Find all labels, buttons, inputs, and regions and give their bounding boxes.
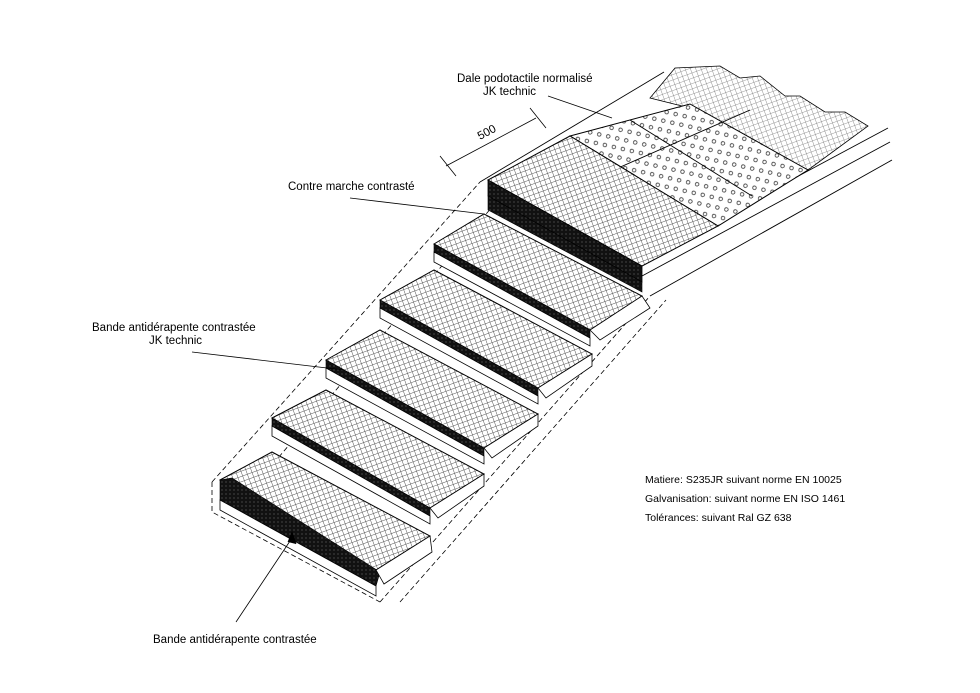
step-treads: [218, 213, 651, 597]
label-bande-bottom: Bande antidérapente contrastée: [153, 634, 317, 646]
step-tread-4: [270, 389, 485, 525]
spec-galvanisation: Galvanisation: suivant norme EN ISO 1461: [645, 493, 845, 505]
label-bande-jk-2: JK technic: [149, 335, 202, 347]
step-tread-5: [218, 451, 433, 597]
step-tread-1: [432, 213, 651, 347]
label-bande-jk-1: Bande antidérapente contrastée: [92, 322, 256, 334]
label-dalle-jk: JK technic: [483, 86, 536, 98]
leader-lines: [191, 95, 613, 623]
label-contre-marche: Contre marche contrasté: [288, 181, 415, 193]
spec-tolerances: Tolérances: suivant Ral GZ 638: [645, 512, 792, 524]
top-landing-tread: [486, 135, 720, 283]
dimension-500: [439, 107, 547, 177]
riser-plates: [487, 195, 643, 293]
label-dalle-podotactile: Dale podotactile normalisé: [457, 73, 593, 85]
spec-matiere: Matiere: S235JR suivant norme EN 10025: [645, 474, 842, 486]
step-tread-3: [324, 329, 539, 465]
step-tread-2: [378, 269, 593, 405]
